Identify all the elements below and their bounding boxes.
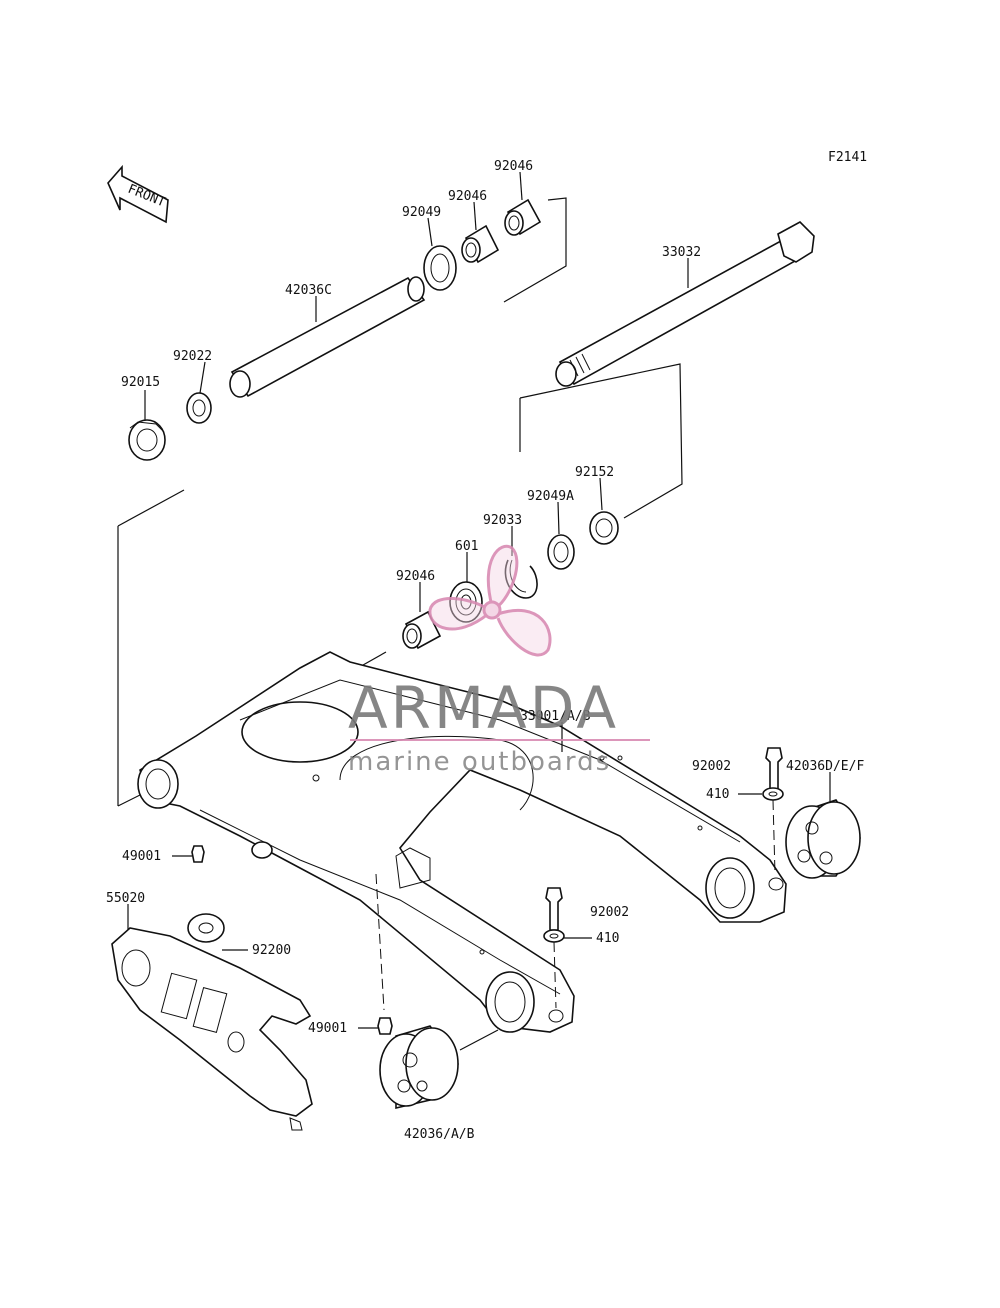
label-92002-center: 92002 (590, 905, 629, 920)
label-92152: 92152 (575, 465, 614, 480)
label-410-center: 410 (596, 931, 619, 946)
watermark-brand: ARMADA (348, 674, 619, 742)
front-arrow-icon: FRONT (107, 164, 169, 224)
label-49001-top: 49001 (122, 849, 161, 864)
label-92046-low: 92046 (396, 569, 435, 584)
swingarm-33001 (137, 651, 787, 1033)
sleeve-42036c (229, 276, 426, 398)
washer-92200 (187, 913, 225, 943)
bearing-92046-top (504, 198, 542, 236)
label-42036def: 42036D/E/F (786, 759, 864, 774)
bushing-42036ab (379, 1025, 460, 1110)
pivot-shaft-33032 (555, 221, 815, 387)
bolt-92002-center (545, 887, 563, 931)
collar-92152 (589, 511, 619, 545)
label-42036c: 42036C (285, 283, 332, 298)
seal-92049a (547, 534, 575, 570)
label-92033: 92033 (483, 513, 522, 528)
grease-fitting-49001-top (191, 845, 205, 863)
propeller-logo-icon (428, 544, 552, 657)
bushing-42036def (785, 799, 861, 879)
bolt-92002-right (765, 747, 783, 793)
label-601: 601 (455, 539, 478, 554)
label-92015: 92015 (121, 375, 160, 390)
armada-watermark: ARMADA marine outboards (348, 544, 650, 777)
seal-92049 (423, 245, 457, 291)
label-92002-right: 92002 (692, 759, 731, 774)
label-33001: 33001/A/B (520, 709, 591, 724)
washer-410-center (543, 929, 565, 943)
label-92046-mid: 92046 (448, 189, 487, 204)
label-92200: 92200 (252, 943, 291, 958)
washer-410-right (762, 787, 784, 801)
label-92022: 92022 (173, 349, 212, 364)
nut-92015 (128, 419, 166, 461)
figure-code: F2141 (828, 150, 867, 165)
bearing-92046-mid (461, 224, 500, 264)
label-410-right: 410 (706, 787, 729, 802)
label-92049: 92049 (402, 205, 441, 220)
watermark-tagline: marine outboards (348, 747, 611, 777)
label-55020: 55020 (106, 891, 145, 906)
washer-92022 (186, 392, 212, 424)
label-92046-top: 92046 (494, 159, 533, 174)
label-33032: 33032 (662, 245, 701, 260)
chain-guard-55020 (111, 927, 313, 1131)
ball-bearing-601 (449, 581, 483, 623)
label-92049a: 92049A (527, 489, 574, 504)
label-49001-low: 49001 (308, 1021, 347, 1036)
grease-fitting-49001-low (377, 1017, 393, 1035)
label-42036ab: 42036/A/B (404, 1127, 475, 1142)
